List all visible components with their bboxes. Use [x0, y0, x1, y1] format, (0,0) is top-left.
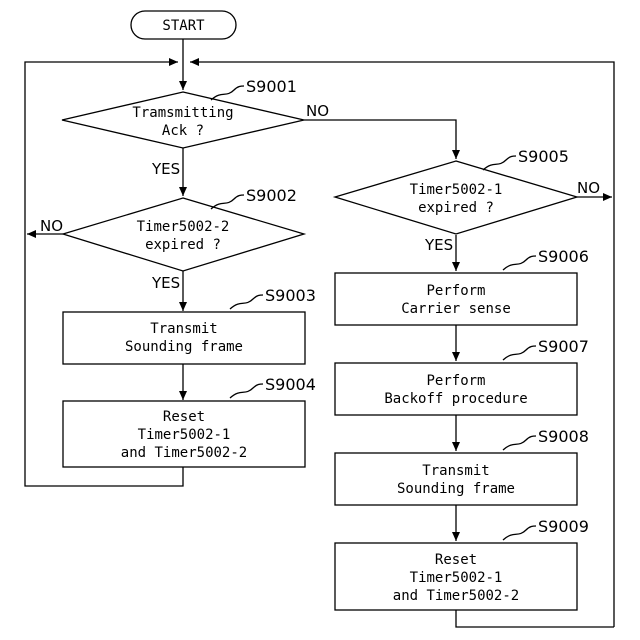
step-label-s9005: S9005 — [518, 147, 569, 166]
label-s9001-no: NO — [306, 102, 329, 120]
leader-s9009 — [503, 526, 536, 540]
s9002-text-line1: Timer5002-2 — [137, 219, 230, 235]
label-s9002-yes: YES — [151, 274, 180, 292]
edge-s9009-out — [456, 610, 614, 627]
s9005-text-line1: Timer5002-1 — [410, 182, 503, 198]
label-s9001-yes: YES — [151, 160, 180, 178]
start-label: START — [162, 18, 205, 34]
s9007-text-line1: Perform — [426, 373, 485, 389]
leader-s9002 — [211, 195, 244, 209]
label-s9005-no: NO — [577, 179, 600, 197]
decision-s9001: Tramsmitting Ack ? — [62, 92, 304, 148]
step-label-s9001: S9001 — [246, 77, 297, 96]
s9004-text-line1: Reset — [163, 409, 205, 425]
leader-s9001 — [211, 86, 244, 100]
s9001-text-line1: Tramsmitting — [132, 105, 233, 121]
process-s9003: Transmit Sounding frame — [63, 312, 305, 364]
s9003-text-line1: Transmit — [150, 321, 217, 337]
leader-s9008 — [503, 436, 536, 450]
step-label-s9002: S9002 — [246, 186, 297, 205]
s9006-text-line2: Carrier sense — [401, 301, 511, 317]
edge-s9001-no — [304, 120, 456, 159]
process-s9006: Perform Carrier sense — [335, 273, 577, 325]
s9009-text-line3: and Timer5002-2 — [393, 588, 519, 604]
s9009-text-line1: Reset — [435, 552, 477, 568]
s9009-text-line2: Timer5002-1 — [410, 570, 503, 586]
s9006-text-line1: Perform — [426, 283, 485, 299]
s9008-text-line2: Sounding frame — [397, 481, 515, 497]
s9008-text-line1: Transmit — [422, 463, 489, 479]
process-s9007: Perform Backoff procedure — [335, 363, 577, 415]
leader-s9004 — [230, 384, 263, 398]
step-label-s9009: S9009 — [538, 517, 589, 536]
step-label-s9006: S9006 — [538, 247, 589, 266]
leader-s9005 — [483, 156, 516, 170]
step-label-s9008: S9008 — [538, 427, 589, 446]
process-s9009: Reset Timer5002-1 and Timer5002-2 — [335, 543, 577, 610]
process-s9008: Transmit Sounding frame — [335, 453, 577, 505]
step-label-s9003: S9003 — [265, 286, 316, 305]
decision-s9005: Timer5002-1 expired ? — [335, 161, 577, 234]
label-s9002-no: NO — [40, 217, 63, 235]
leader-s9003 — [230, 295, 263, 309]
leader-s9006 — [503, 256, 536, 270]
label-s9005-yes: YES — [424, 236, 453, 254]
s9001-text-line2: Ack ? — [162, 123, 204, 139]
leader-s9007 — [503, 346, 536, 360]
decision-s9002: Timer5002-2 expired ? — [63, 198, 304, 271]
s9007-text-line2: Backoff procedure — [384, 391, 527, 407]
process-s9004: Reset Timer5002-1 and Timer5002-2 — [63, 401, 305, 467]
step-label-s9004: S9004 — [265, 375, 316, 394]
s9004-text-line3: and Timer5002-2 — [121, 445, 247, 461]
step-label-s9007: S9007 — [538, 337, 589, 356]
s9002-text-line2: expired ? — [145, 237, 221, 253]
s9005-text-line2: expired ? — [418, 200, 494, 216]
s9004-text-line2: Timer5002-1 — [138, 427, 231, 443]
s9003-text-line2: Sounding frame — [125, 339, 243, 355]
start-terminal: START — [131, 11, 236, 39]
